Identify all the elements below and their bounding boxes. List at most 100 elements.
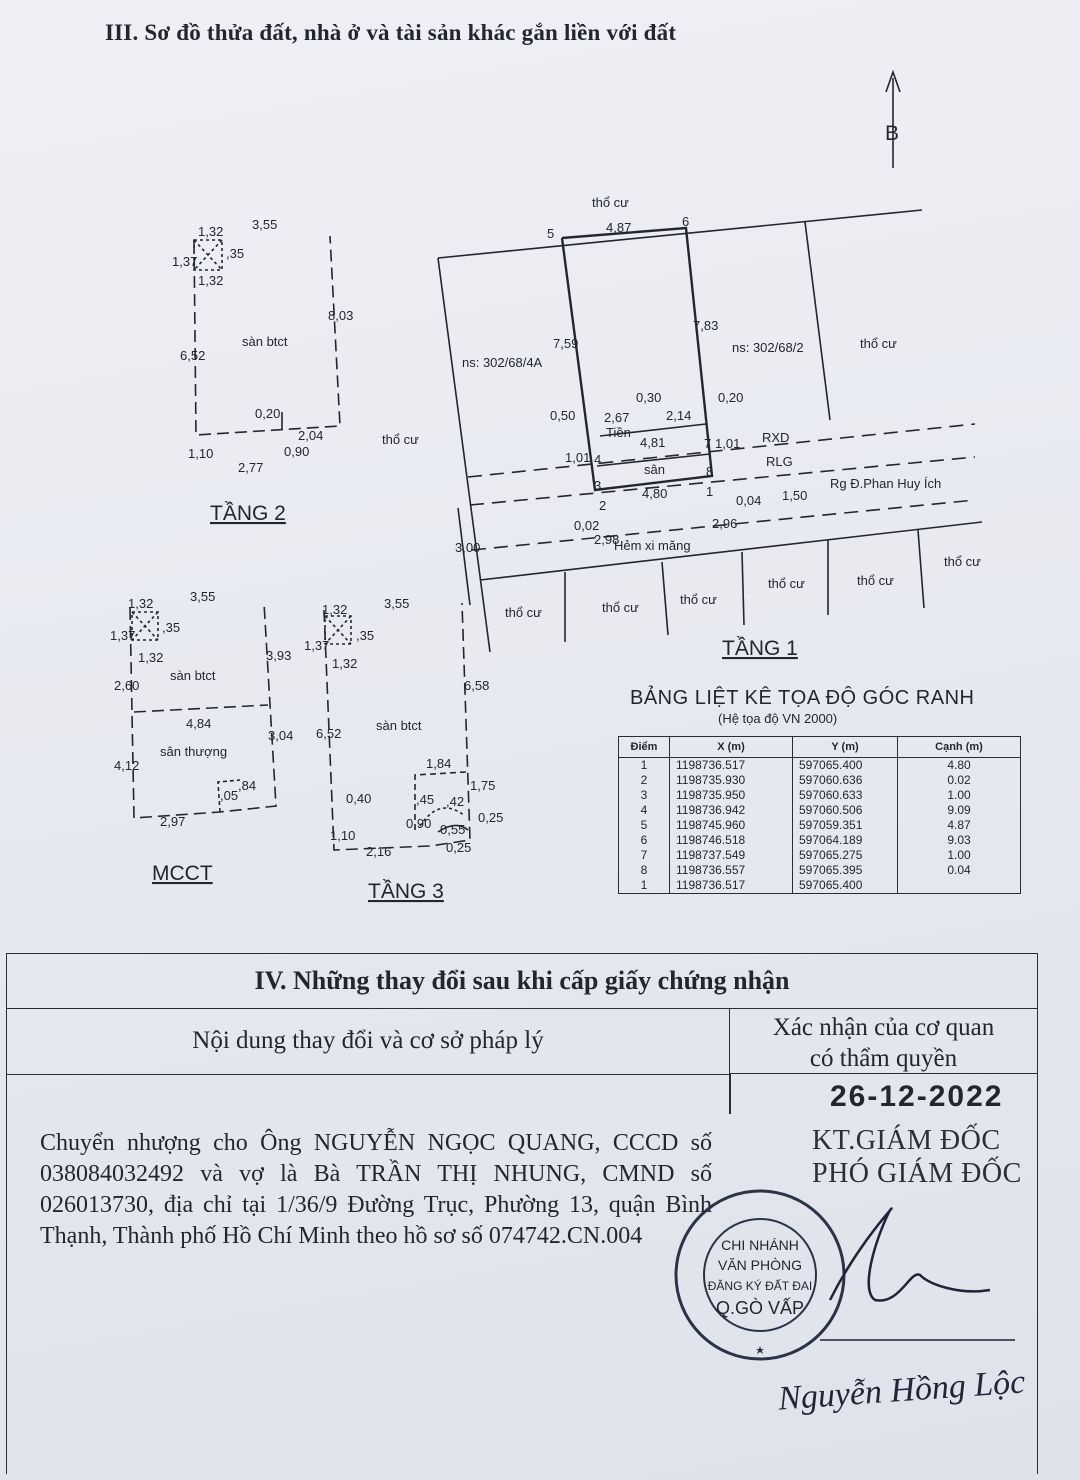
floor1-dim: 0,02	[574, 518, 599, 533]
floor3-dim: 1,32	[332, 656, 357, 671]
mcct-room-label: sàn btct	[170, 668, 216, 683]
north-arrow-icon	[885, 69, 901, 168]
stamp-line: CHI NHÁNH	[721, 1237, 799, 1253]
ns-left-label: ns: 302/68/4A	[462, 355, 543, 370]
mcct-dim: ,35	[162, 620, 180, 635]
site-plan-drawing: B 1,32 3,55 1,37 ,35 1,32 8,03 6,52 0,20…	[110, 69, 983, 903]
alley-label: Hẻm xi măng	[614, 538, 691, 553]
floor3-dim: 0,25	[478, 810, 503, 825]
tho-cu-label: thổ cư	[382, 432, 419, 447]
floor3-dim: 0,25	[446, 840, 471, 855]
cell-edge: 1.00	[897, 788, 1021, 803]
tho-cu-label: thổ cư	[944, 554, 981, 569]
floor3-dim: 0,90	[406, 816, 431, 831]
mcct-dim: 3,04	[268, 728, 293, 743]
cell-x: 1198735.930	[669, 773, 793, 788]
point-6-label: 6	[682, 214, 689, 229]
floor1-dim: 0,04	[736, 493, 761, 508]
cell-edge	[897, 878, 1021, 894]
stamp-line: Q.GÒ VẤP	[716, 1297, 804, 1318]
cell-point: 3	[618, 788, 670, 803]
floor1-dim: 2,98	[594, 532, 619, 547]
tho-cu-label: thổ cư	[857, 573, 894, 588]
authority-header-line2: có thẩm quyền	[809, 1045, 958, 1072]
cell-point: 2	[618, 773, 670, 788]
tho-cu-label: thổ cư	[592, 195, 629, 210]
cell-y: 597060.636	[792, 773, 898, 788]
stamp-line: VĂN PHÒNG	[718, 1257, 802, 1273]
cell-point: 6	[618, 833, 670, 848]
mcct-dim: 2,60	[114, 678, 139, 693]
floor1-site-plan	[437, 209, 983, 653]
cell-x: 1198736.557	[669, 863, 793, 878]
section4-title: IV. Những thay đổi sau khi cấp giấy chứn…	[7, 954, 1037, 1009]
floor3-dim: ,35	[356, 628, 374, 643]
floor1-dim: 0,50	[550, 408, 575, 423]
mcct-dim: ,05	[220, 788, 238, 803]
floor3-dim: 1,32	[322, 602, 347, 617]
cell-y: 597065.275	[792, 848, 898, 863]
mcct-dim: 1,32	[138, 650, 163, 665]
signatory-title-line2: PHÓ GIÁM ĐỐC	[812, 1158, 1022, 1189]
cell-y: 597065.400	[792, 878, 898, 894]
mcct-room-label: sân thượng	[160, 744, 227, 759]
coord-table-subtitle: (Hệ tọa độ VN 2000)	[718, 711, 838, 726]
rlg-label: RLG	[766, 454, 793, 469]
floor2-room-label: sàn btct	[242, 334, 288, 349]
san-label: sân	[644, 462, 665, 477]
floor1-dim: 4,87	[606, 220, 631, 235]
floor2-dim: 1,37	[172, 254, 197, 269]
point-8-label: 8	[706, 464, 713, 479]
confirmation-date: 26-12-2022	[830, 1080, 1004, 1113]
floor1-dim: 2,67	[604, 410, 629, 425]
floor3-dim: 1,75	[470, 778, 495, 793]
cell-edge: 1.00	[897, 848, 1021, 863]
floor1-caption: TẦNG 1	[722, 637, 798, 660]
authority-column-header: Xác nhận của cơ quan có thẩm quyền	[730, 1008, 1037, 1074]
floor3-dim: 1,10	[330, 828, 355, 843]
cell-point: 1	[618, 878, 670, 894]
tien-label: Tiền	[606, 425, 631, 440]
stamp-line: ĐĂNG KÝ ĐẤT ĐAI	[708, 1278, 812, 1293]
mcct-plan	[129, 602, 277, 819]
floor1-dim: 0,20	[718, 390, 743, 405]
floor3-caption: TẦNG 3	[368, 880, 444, 903]
floor1-dim: 2,96	[712, 516, 737, 531]
floor3-plan	[323, 602, 471, 851]
section3-title: III. Sơ đồ thửa đất, nhà ở và tài sản kh…	[105, 20, 677, 45]
floor2-dim: 2,77	[238, 460, 263, 475]
floor2-dim: 2,04	[298, 428, 323, 443]
tho-cu-label: thổ cư	[602, 600, 639, 615]
floor3-dim: 6,58	[464, 678, 489, 693]
floor3-dim: 3,55	[384, 596, 409, 611]
mcct-caption: MCCT	[152, 862, 213, 885]
floor1-dim: 7,59	[553, 336, 578, 351]
cell-edge: 4.87	[897, 818, 1021, 833]
cell-x: 1198745.960	[669, 818, 793, 833]
tho-cu-label: thổ cư	[680, 592, 717, 607]
column-divider	[729, 1074, 731, 1114]
floor1-dim: 4,80	[642, 486, 667, 501]
mcct-dim: 2,97	[160, 814, 185, 829]
floor1-dim: 3,00	[455, 540, 480, 555]
floor2-dim: 0,20	[255, 406, 280, 421]
official-stamp-icon: CHI NHÁNH VĂN PHÒNG ĐĂNG KÝ ĐẤT ĐAI Q.GÒ…	[674, 1189, 1015, 1361]
cell-y: 597065.395	[792, 863, 898, 878]
cell-point: 5	[618, 818, 670, 833]
cell-edge: 4.80	[897, 757, 1021, 773]
cell-point: 8	[618, 863, 670, 878]
cell-point: 4	[618, 803, 670, 818]
coord-header: Y (m)	[792, 736, 898, 758]
point-4-label: 4	[594, 452, 601, 467]
floor3-dim: 6,52	[316, 726, 341, 741]
floor1-dim: 2,14	[666, 408, 691, 423]
floor2-caption: TẦNG 2	[210, 502, 286, 525]
floor2-dim: 1,32	[198, 224, 223, 239]
